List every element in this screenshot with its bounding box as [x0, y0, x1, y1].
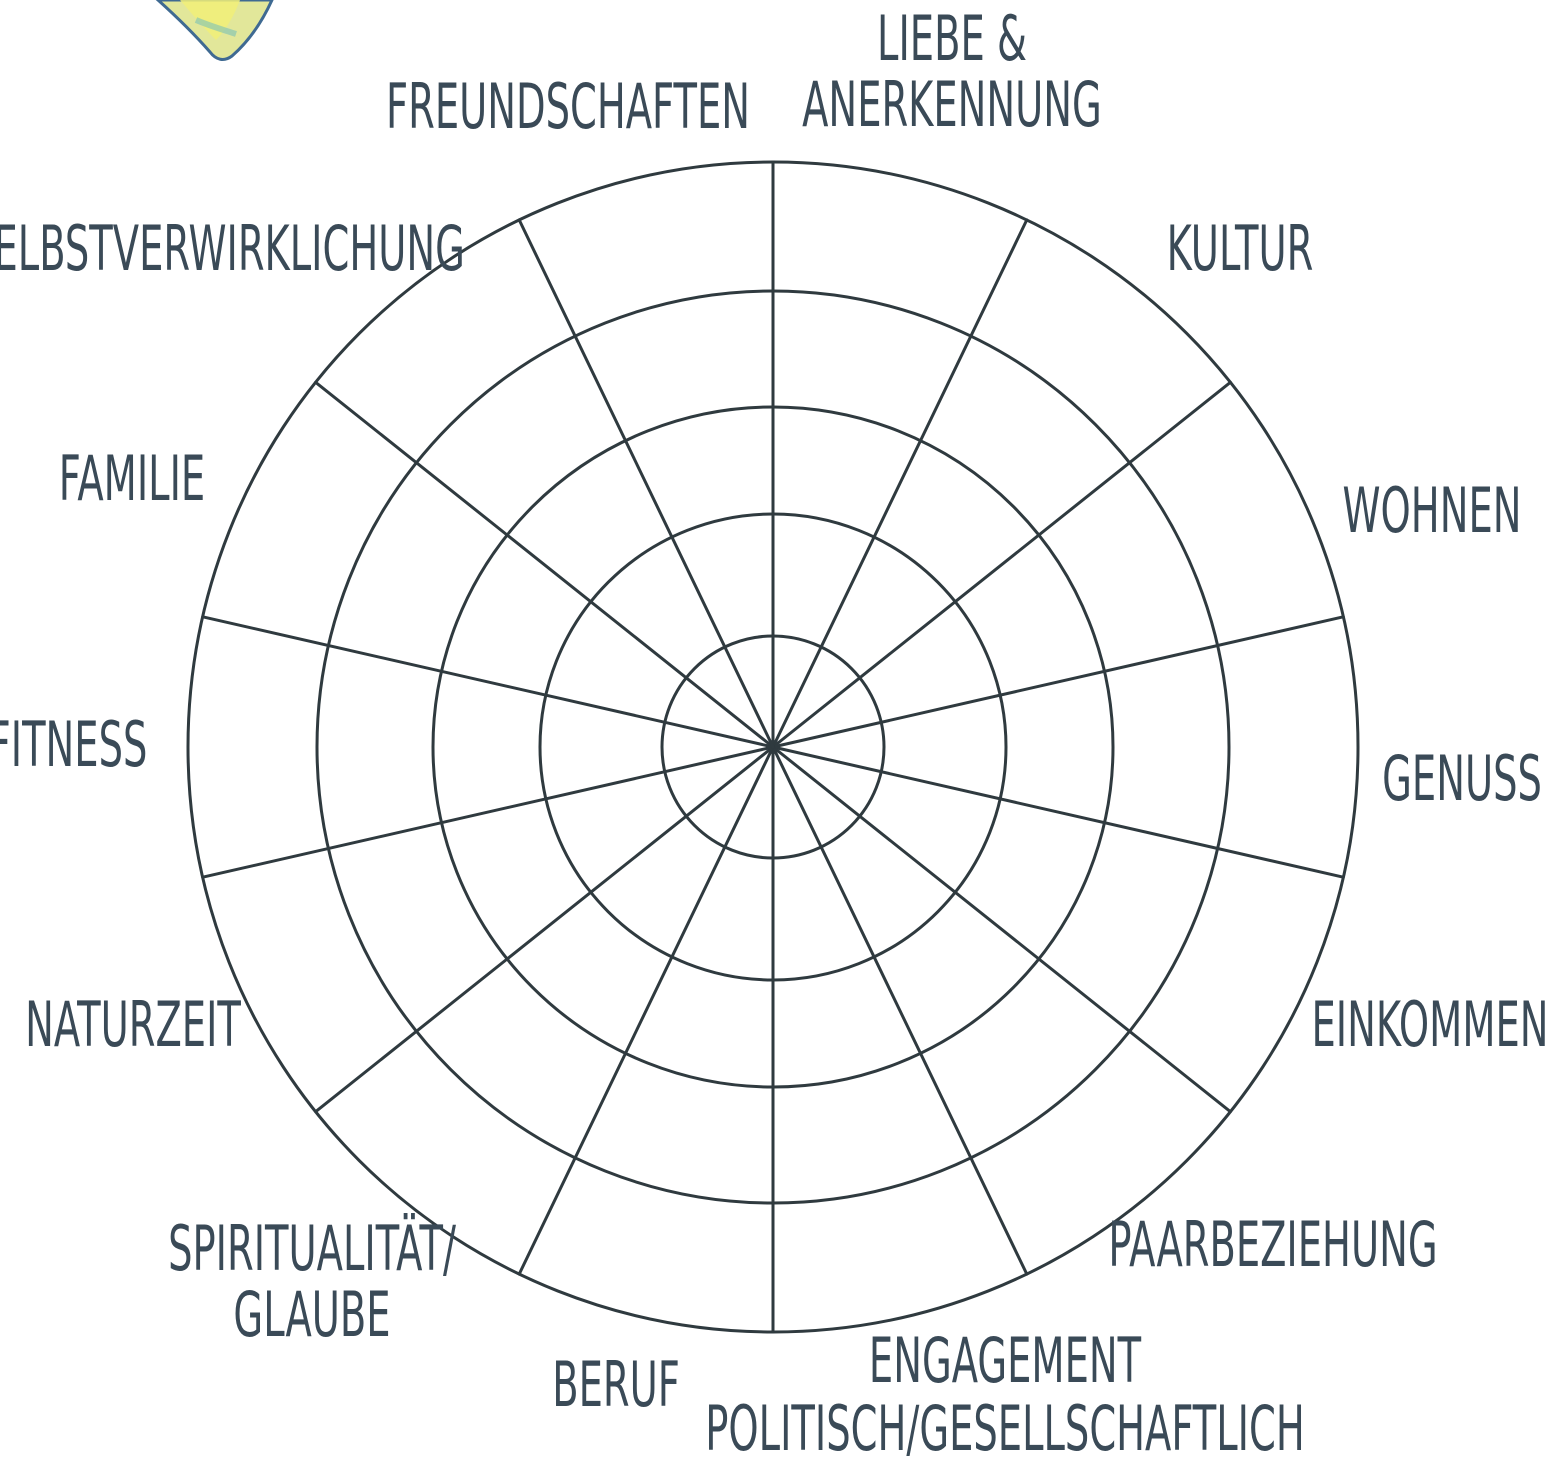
spoke-7: [771, 745, 1029, 1276]
label-selbst-line-1: SELBSTVERWIRKLICHUNG: [0, 214, 465, 286]
label-beruf: BERUF: [552, 1350, 680, 1422]
spoke-5: [771, 745, 1345, 879]
spoke-6: [771, 745, 1232, 1114]
spoke-10: [314, 745, 775, 1114]
leaf-decoration: [155, 0, 274, 61]
label-engagement-line-1: ENGAGEMENT: [869, 1326, 1142, 1398]
label-fitness: FITNESS: [0, 710, 147, 782]
label-familie: FAMILIE: [59, 444, 205, 516]
label-genuss: GENUSS: [1382, 744, 1542, 816]
label-spiritualitaet-line-1: SPIRITUALITÄT/: [168, 1212, 456, 1285]
label-genuss-line-1: GENUSS: [1382, 744, 1542, 816]
wheel-spokes: [201, 160, 1345, 1334]
label-fitness-line-1: FITNESS: [0, 710, 147, 782]
label-kultur: KULTUR: [1167, 214, 1314, 286]
spoke-14: [517, 218, 775, 749]
label-wohnen-line-1: WOHNEN: [1343, 476, 1522, 548]
label-liebe-line-1: LIEBE &: [877, 4, 1027, 76]
spoke-3: [771, 380, 1232, 749]
label-freund: FREUNDSCHAFTEN: [386, 72, 750, 144]
label-spiritualitaet: SPIRITUALITÄT/GLAUBE: [168, 1212, 456, 1351]
label-einkommen: EINKOMMEN: [1311, 990, 1548, 1062]
label-paar-line-1: PAARBEZIEHUNG: [1108, 1210, 1437, 1282]
label-liebe: LIEBE &ANERKENNUNG: [802, 4, 1102, 142]
label-paar: PAARBEZIEHUNG: [1108, 1210, 1437, 1282]
label-liebe-line-2: ANERKENNUNG: [802, 70, 1102, 142]
label-engagement-line-2: POLITISCH/GESELLSCHAFTLICH: [705, 1394, 1305, 1461]
label-naturzeit-line-1: NATURZEIT: [25, 990, 241, 1062]
label-wohnen: WOHNEN: [1343, 476, 1522, 548]
spoke-12: [201, 615, 775, 749]
spoke-9: [517, 745, 775, 1276]
spoke-11: [201, 745, 775, 879]
wheel-labels: LIEBE &ANERKENNUNG KULTUR WOHNEN GENUSS EINK…: [0, 4, 1549, 1461]
label-einkommen-line-1: EINKOMMEN: [1311, 990, 1548, 1062]
spoke-2: [771, 218, 1029, 749]
label-kultur-line-1: KULTUR: [1167, 214, 1314, 286]
spoke-4: [771, 615, 1345, 749]
label-beruf-line-1: BERUF: [552, 1350, 680, 1422]
label-familie-line-1: FAMILIE: [59, 444, 205, 516]
label-naturzeit: NATURZEIT: [25, 990, 241, 1062]
spoke-13: [314, 380, 775, 749]
label-spiritualitaet-line-2: GLAUBE: [233, 1280, 390, 1352]
label-selbst: SELBSTVERWIRKLICHUNG: [0, 214, 465, 286]
label-freund-line-1: FREUNDSCHAFTEN: [386, 72, 750, 144]
